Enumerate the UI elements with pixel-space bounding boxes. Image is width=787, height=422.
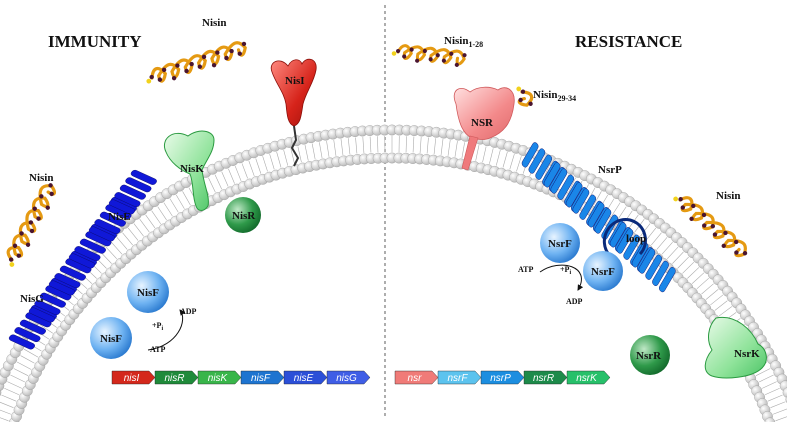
nisin-peptide (391, 44, 467, 67)
resistance-gene-operon: nsr nsrF nsrP nsrR nsrK (394, 370, 611, 385)
gene-label-nsrR: nsrR (533, 373, 554, 384)
gene-label-nisG: nisG (336, 373, 357, 384)
gene-arrow-nisF: nisF (240, 370, 285, 385)
resistance-title: RESISTANCE (575, 32, 682, 51)
nisK-label: NisK (180, 163, 204, 175)
nisR-ball (225, 197, 261, 233)
gene-label-nisF: nisF (251, 373, 271, 384)
nisin-left-label: Nisin (29, 172, 53, 184)
gene-label-nisE: nisE (294, 373, 314, 384)
gene-arrow-nisI: nisI (111, 370, 156, 385)
nsrR-ball (630, 335, 670, 375)
gene-label-nisK: nisK (208, 373, 229, 384)
loop-label: loop (626, 233, 646, 245)
nsr-label: NSR (471, 117, 494, 129)
nisF-lower-label: NisF (100, 333, 122, 345)
gene-label-nsr: nsr (408, 373, 423, 384)
nisF-lower-ball (90, 317, 132, 359)
nisR-label: NisR (232, 210, 256, 222)
gene-arrow-nsrR: nsrR (523, 370, 568, 385)
nisF-upper-label: NisF (137, 287, 159, 299)
atp-cycle-arrow-right (539, 264, 584, 291)
pi-right-label: +Pi (560, 265, 571, 276)
nsrK-label: NsrK (734, 348, 760, 360)
nisin-right-label: Nisin (716, 190, 740, 202)
nsrP-label: NsrP (598, 164, 622, 176)
gene-arrow-nsr: nsr (394, 370, 439, 385)
nisI-label: NisI (285, 75, 305, 87)
nisK-protein (164, 130, 215, 211)
nisin-peptide (673, 196, 748, 258)
nisin-peptide (6, 183, 56, 267)
nisin-peptide (516, 86, 534, 107)
adp-right-label: ADP (566, 297, 583, 306)
nsrF-left-ball (540, 223, 580, 263)
gene-label-nsrP: nsrP (490, 373, 511, 384)
nisin-peptides (6, 41, 748, 267)
gene-arrow-nsrP: nsrP (480, 370, 525, 385)
immunity-gene-operon: nisI nisR nisK nisF nisE nisG (111, 370, 371, 385)
nsrP-transporter (521, 142, 676, 293)
nisE-label: NisE (108, 211, 131, 223)
nsrF-right-label: NsrF (591, 266, 615, 278)
gene-label-nisR: nisR (164, 373, 184, 384)
gene-arrow-nsrF: nsrF (437, 370, 482, 385)
gene-arrow-nisE: nisE (283, 370, 328, 385)
gene-arrow-nisK: nisK (197, 370, 242, 385)
nsrF-left-label: NsrF (548, 238, 572, 250)
nisF-upper-ball (127, 271, 169, 313)
nsr-protein (453, 86, 515, 171)
nsrK-protein (704, 316, 767, 379)
membrane-bead (782, 387, 787, 398)
atp-right-label: ATP (518, 265, 534, 274)
gene-arrow-nisG: nisG (326, 370, 371, 385)
immunity-title: IMMUNITY (48, 32, 142, 51)
atp-left-label: ATP (150, 345, 166, 354)
gene-label-nsrF: nsrF (448, 373, 469, 384)
gene-label-nisI: nisI (124, 373, 140, 384)
adp-left-label: ADP (180, 307, 197, 316)
nisin-top-label: Nisin (202, 17, 226, 29)
nisin-peptide (146, 41, 247, 84)
gene-arrow-nsrK: nsrK (566, 370, 611, 385)
nisin-1-28-label: Nisin1-28 (444, 35, 483, 49)
transmembrane-helix (108, 169, 157, 215)
atp-cycle-arrow-left (147, 309, 186, 351)
pi-left-label: +Pi (152, 321, 163, 332)
gene-label-nsrK: nsrK (576, 373, 598, 384)
gene-arrow-nisR: nisR (154, 370, 199, 385)
nisI-protein (270, 58, 317, 167)
nsrF-right-ball (583, 251, 623, 291)
nisG-label: NisG (20, 293, 44, 305)
nisin-29-34-label: Nisin29-34 (533, 89, 576, 103)
nsrR-label: NsrR (636, 350, 662, 362)
membrane-bead (764, 417, 776, 422)
nisE-nisG-transporter (8, 169, 157, 350)
loop-arc (603, 218, 647, 257)
